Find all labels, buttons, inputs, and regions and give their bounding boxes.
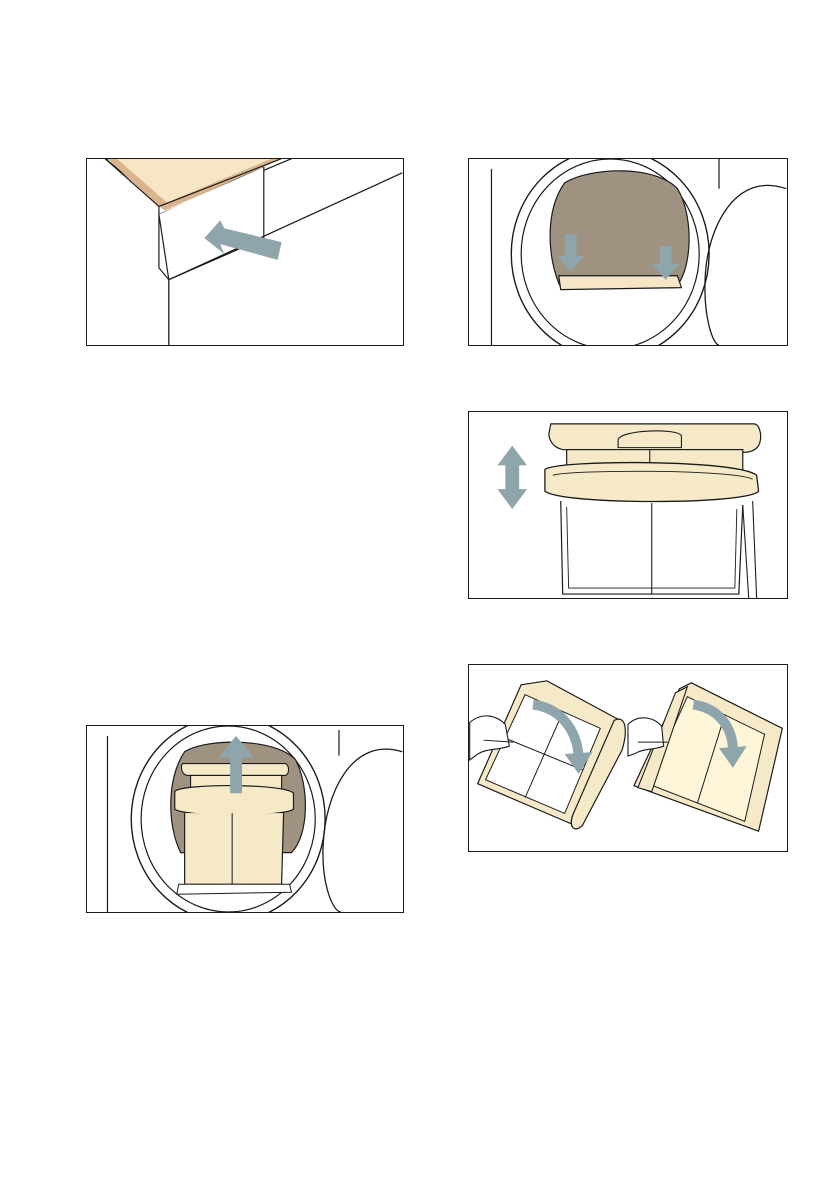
open-door-outline	[323, 749, 402, 912]
figure-drum-filter-slot	[468, 158, 788, 346]
up-down-arrow-icon	[497, 446, 527, 509]
filter-opening-illustration	[469, 665, 787, 851]
figure-door-edge	[86, 158, 404, 346]
filter-frame	[545, 463, 759, 502]
filter-slot	[559, 276, 682, 290]
open-door-outline	[705, 185, 786, 345]
figure-filter-removal	[86, 725, 404, 913]
drum-filter-slot-illustration	[469, 159, 787, 345]
figure-filter-opening	[468, 664, 788, 852]
filter-removal-illustration	[87, 726, 403, 912]
fluff-filter-illustration	[469, 412, 787, 598]
filter-lower-body	[185, 813, 284, 884]
figure-fluff-filter	[468, 411, 788, 599]
door-edge-illustration	[87, 159, 403, 345]
